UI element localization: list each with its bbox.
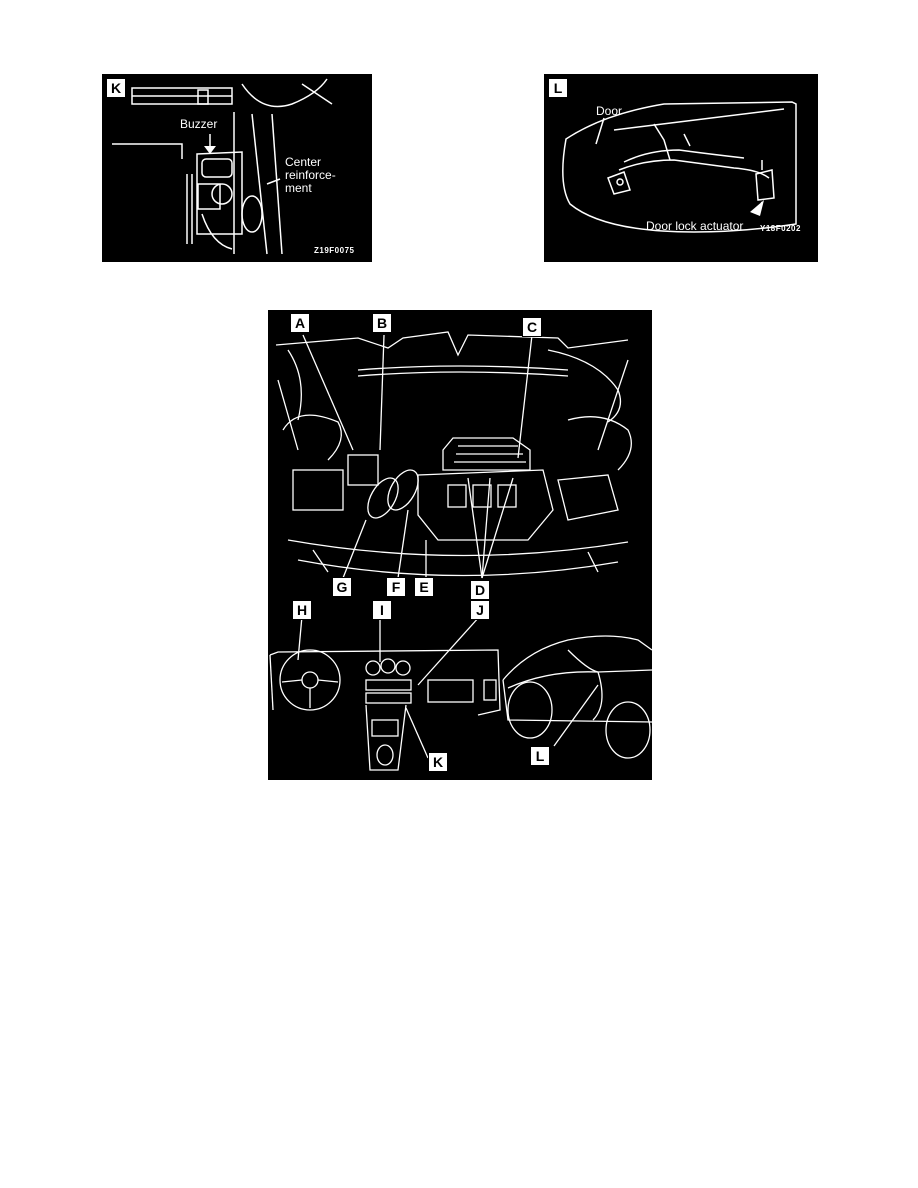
location-tag-j: J [470,600,490,620]
panel-k-tag: K [106,78,126,98]
door-lock-actuator-label: Door lock actuator [646,219,744,233]
location-tag-i: I [372,600,392,620]
panel-l-code: Y18F0202 [760,224,801,233]
location-tag-h: H [292,600,312,620]
detail-panel-k: K Buzzer Center reinforce- ment Z19F0075 [102,74,372,262]
detail-panel-l: L Door Door lock actuator Y18F0202 [544,74,818,262]
panel-k-code: Z19F0075 [314,246,355,255]
door-label: Door [596,104,623,118]
buzzer-label: Buzzer [180,117,218,131]
location-tag-f: F [386,577,406,597]
location-tag-g: G [332,577,352,597]
location-tag-l: L [530,746,550,766]
door-lock-actuator-drawing [562,101,797,233]
location-tag-k: K [428,752,448,772]
vehicle-overview-panel: A B C G F E D H I J K L [268,310,652,780]
location-tag-e: E [414,577,434,597]
engine-compartment-and-interior-drawing [269,331,652,771]
panel-l-tag: L [548,78,568,98]
buzzer-location-drawing [112,78,333,255]
center-reinforcement-label: Center reinforce- ment [285,155,336,195]
location-tag-b: B [372,313,392,333]
location-tag-d: D [470,580,490,600]
location-tag-a: A [290,313,310,333]
location-tag-c: C [522,317,542,337]
